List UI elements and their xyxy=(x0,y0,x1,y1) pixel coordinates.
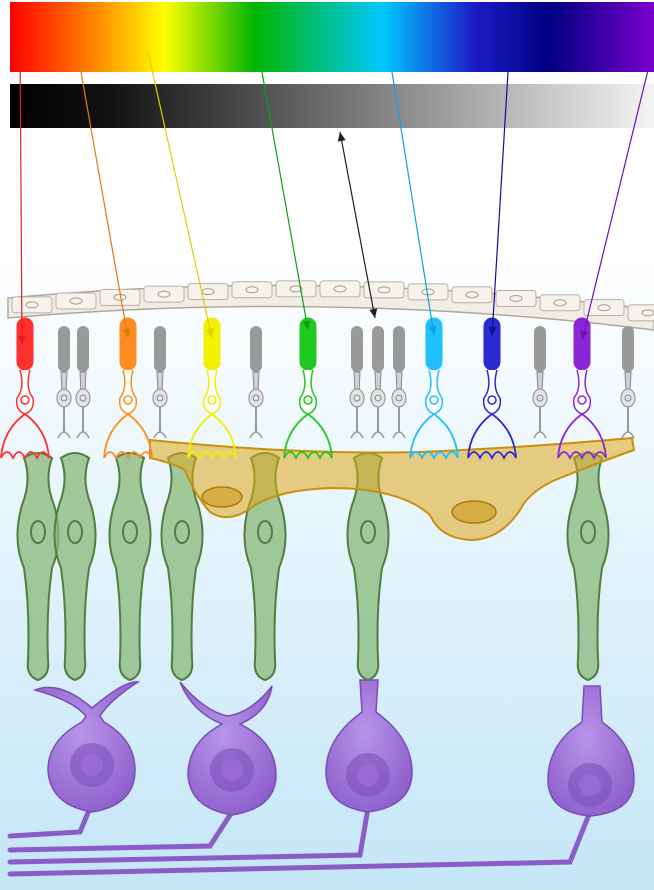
epithelium-cell xyxy=(496,290,536,306)
epithelium-cell xyxy=(276,281,316,297)
horizontal-cell-nucleus xyxy=(452,501,496,523)
rod-cell-body xyxy=(350,389,364,407)
rod-cell-body xyxy=(76,389,90,407)
epithelium-cell xyxy=(188,284,228,300)
cone-outer-segment xyxy=(120,318,136,370)
cone-outer-segment xyxy=(574,318,590,370)
epithelium-cell xyxy=(56,293,96,309)
epithelium-cell xyxy=(540,295,580,311)
rod-cell-body xyxy=(153,389,167,407)
epithelium-cell xyxy=(144,286,184,302)
grayscale-bar xyxy=(10,84,654,128)
rod-cell-body xyxy=(533,389,547,407)
cone-outer-segment xyxy=(204,318,220,370)
color-spectrum-bar xyxy=(10,2,654,72)
rod-cell-body xyxy=(392,389,406,407)
rod-cell-body xyxy=(57,389,71,407)
rod-cell-body xyxy=(371,389,385,407)
rod-outer-segment xyxy=(351,326,363,372)
cone-outer-segment xyxy=(426,318,442,370)
cone-outer-segment xyxy=(484,318,500,370)
epithelium-cell xyxy=(628,305,654,321)
ganglion-nucleolus xyxy=(357,764,379,786)
ganglion-nucleolus xyxy=(81,754,103,776)
epithelium-cell xyxy=(232,282,272,298)
rod-outer-segment xyxy=(250,326,262,372)
ganglion-nucleolus xyxy=(221,759,243,781)
epithelium-cell xyxy=(12,297,52,313)
epithelium-cell xyxy=(452,287,492,303)
rod-cell-body xyxy=(249,389,263,407)
rod-outer-segment xyxy=(372,326,384,372)
rod-outer-segment xyxy=(58,326,70,372)
rod-outer-segment xyxy=(534,326,546,372)
horizontal-cell-nucleus xyxy=(202,487,242,507)
epithelium-cell xyxy=(320,281,360,297)
rod-outer-segment xyxy=(622,326,634,372)
rod-outer-segment xyxy=(154,326,166,372)
rod-cell-body xyxy=(621,389,635,407)
rod-outer-segment xyxy=(393,326,405,372)
ganglion-nucleolus xyxy=(579,774,601,796)
cone-outer-segment xyxy=(17,318,33,370)
rod-outer-segment xyxy=(77,326,89,372)
